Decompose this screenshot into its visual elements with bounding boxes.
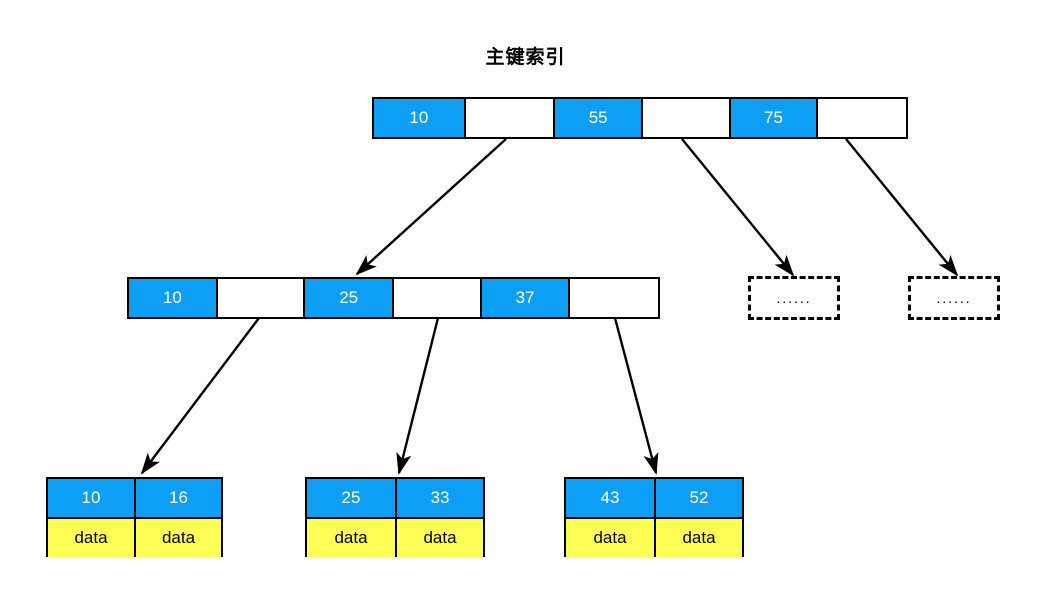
edge-internal-to-leaf-2 bbox=[396, 317, 440, 475]
root-pointer-cell-2[interactable] bbox=[643, 99, 731, 137]
leaf-node-3-key-2[interactable]: 52 bbox=[656, 479, 742, 517]
leaf-node-2-key-1[interactable]: 25 bbox=[307, 479, 397, 517]
edge-internal-to-leaf-3 bbox=[613, 317, 659, 475]
edge-root-to-placeholder-2 bbox=[845, 138, 959, 277]
leaf-node-3-data-row: data data bbox=[566, 519, 742, 557]
internal-pointer-cell-2[interactable] bbox=[394, 279, 482, 317]
internal-pointer-cell-1[interactable] bbox=[217, 279, 306, 317]
edge-root-to-placeholder-1 bbox=[681, 138, 795, 277]
leaf-node-2-key-row: 25 33 bbox=[307, 479, 483, 519]
root-key-cell-2[interactable]: 55 bbox=[555, 99, 643, 137]
leaf-node-2-key-2[interactable]: 33 bbox=[397, 479, 483, 517]
leaf-node-1-data-row: data data bbox=[48, 519, 221, 557]
leaf-node-2-data-2[interactable]: data bbox=[397, 519, 483, 557]
internal-key-cell-1[interactable]: 10 bbox=[129, 279, 218, 317]
page-title: 主键索引 bbox=[485, 47, 566, 68]
leaf-node-1-data-2[interactable]: data bbox=[136, 519, 221, 557]
internal-pointer-cell-3[interactable] bbox=[570, 279, 659, 317]
leaf-node-3-data-1[interactable]: data bbox=[566, 519, 656, 557]
root-key-cell-1[interactable]: 10 bbox=[374, 99, 466, 137]
root-pointer-cell-1[interactable] bbox=[465, 99, 556, 137]
internal-key-cell-3[interactable]: 37 bbox=[481, 279, 571, 317]
leaf-node-1-key-row: 10 16 bbox=[48, 479, 221, 519]
root-key-cell-3[interactable]: 75 bbox=[730, 99, 819, 137]
leaf-node-3-data-2[interactable]: data bbox=[656, 519, 742, 557]
root-pointer-cell-3[interactable] bbox=[818, 99, 907, 137]
leaf-node-2[interactable]: 25 33 data data bbox=[305, 477, 485, 557]
leaf-node-2-data-1[interactable]: data bbox=[307, 519, 397, 557]
placeholder-node-1[interactable]: ...... bbox=[748, 276, 840, 320]
leaf-node-3-key-1[interactable]: 43 bbox=[566, 479, 656, 517]
leaf-node-3-key-row: 43 52 bbox=[566, 479, 742, 519]
edge-root-to-internal bbox=[355, 138, 507, 276]
internal-node[interactable]: 10 25 37 bbox=[127, 277, 660, 319]
leaf-node-2-data-row: data data bbox=[307, 519, 483, 557]
placeholder-node-2[interactable]: ...... bbox=[908, 276, 1000, 320]
leaf-node-3[interactable]: 43 52 data data bbox=[564, 477, 744, 557]
leaf-node-1-key-1[interactable]: 10 bbox=[48, 479, 136, 517]
leaf-node-1-data-1[interactable]: data bbox=[48, 519, 136, 557]
leaf-node-1[interactable]: 10 16 data data bbox=[46, 477, 223, 557]
leaf-node-1-key-2[interactable]: 16 bbox=[136, 479, 221, 517]
root-node[interactable]: 10 55 75 bbox=[372, 97, 908, 139]
edge-internal-to-leaf-1 bbox=[140, 317, 260, 475]
internal-key-cell-2[interactable]: 25 bbox=[305, 279, 395, 317]
